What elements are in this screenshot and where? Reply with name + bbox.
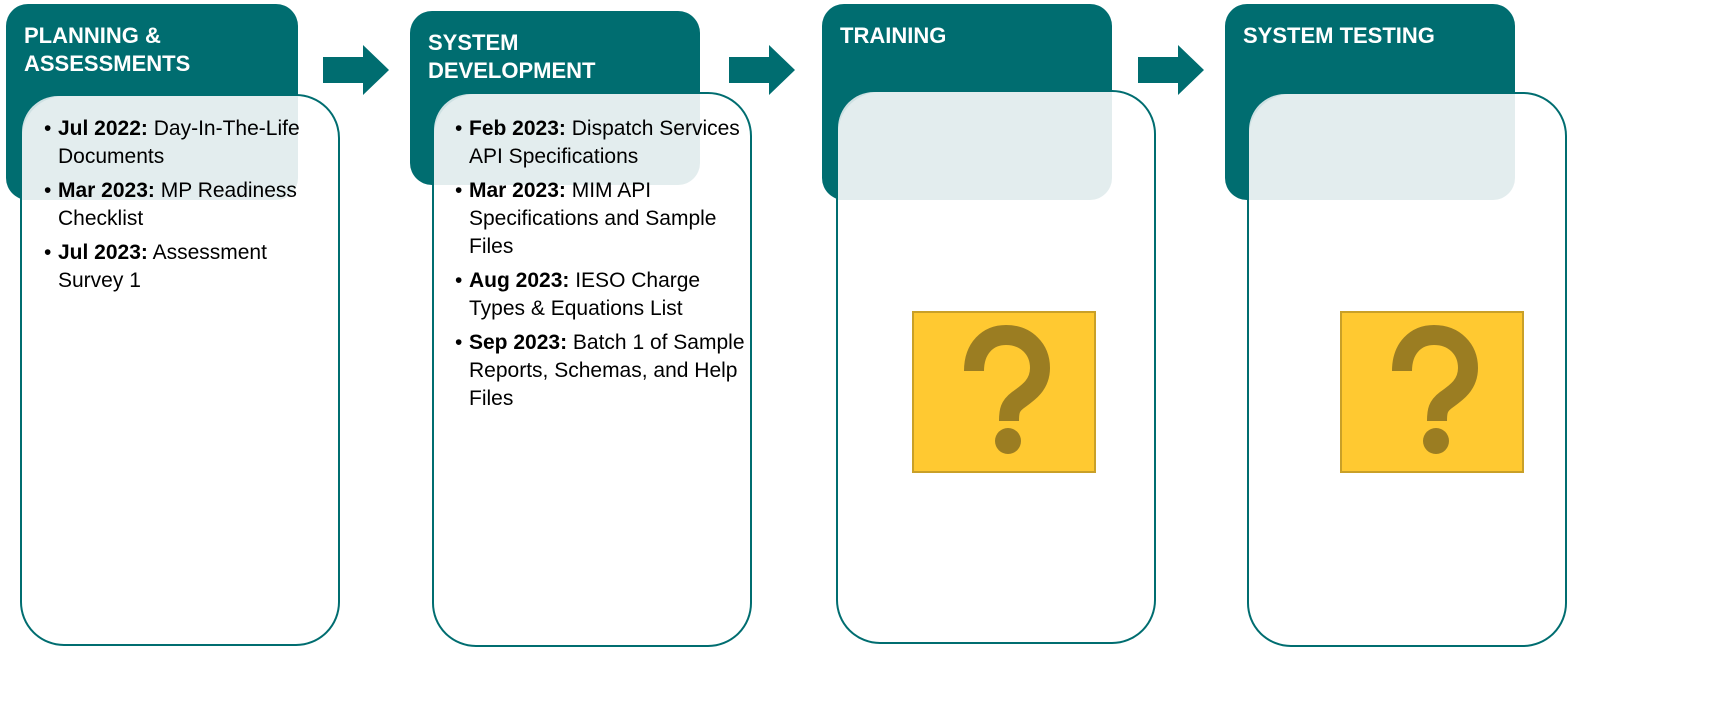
stage-card-overlay [838,92,1112,200]
list-item: Mar 2023: MIM API Specifications and Sam… [455,177,745,261]
stage-item-list: Feb 2023: Dispatch Services API Specific… [455,115,745,419]
list-item: Jul 2023: Assessment Survey 1 [44,239,329,295]
stage-title: PLANNING & ASSESSMENTS [24,23,191,76]
item-date: Sep 2023: [469,331,568,354]
list-item: Sep 2023: Batch 1 of Sample Reports, Sch… [455,329,745,413]
item-date: Jul 2023: [58,241,148,264]
arrow-right-icon [323,45,389,95]
item-text: MIM API Specifications and Sample Files [469,179,717,258]
item-text: Assessment Survey 1 [58,241,267,292]
item-text: MP Readiness Checklist [58,179,297,230]
item-date: Jul 2022: [58,117,148,140]
item-text: Day-In-The-Life Documents [58,117,300,168]
question-mark-icon [1392,324,1479,454]
arrow-right-icon [729,45,795,95]
list-item: Mar 2023: MP Readiness Checklist [44,177,329,233]
stage-title: SYSTEM TESTING [1243,23,1435,48]
stage-title: SYSTEM DEVELOPMENT [428,30,596,83]
item-text: Dispatch Services API Specifications [469,117,740,168]
question-mark-placeholder [912,311,1096,473]
item-text: IESO Charge Types & Equations List [469,269,701,320]
arrow-right-icon [1138,45,1204,95]
stage-item-list: Jul 2022: Day-In-The-Life Documents Mar … [44,115,329,301]
stage-card-overlay [1249,94,1515,200]
item-date: Aug 2023: [469,269,570,292]
list-item: Feb 2023: Dispatch Services API Specific… [455,115,745,171]
item-date: Mar 2023: [58,179,155,202]
stage-title: TRAINING [840,23,947,48]
item-date: Feb 2023: [469,117,566,140]
item-text: Batch 1 of Sample Reports, Schemas, and … [469,331,745,410]
question-mark-placeholder [1340,311,1524,473]
question-mark-icon [964,324,1051,454]
list-item: Aug 2023: IESO Charge Types & Equations … [455,267,745,323]
list-item: Jul 2022: Day-In-The-Life Documents [44,115,329,171]
item-date: Mar 2023: [469,179,566,202]
